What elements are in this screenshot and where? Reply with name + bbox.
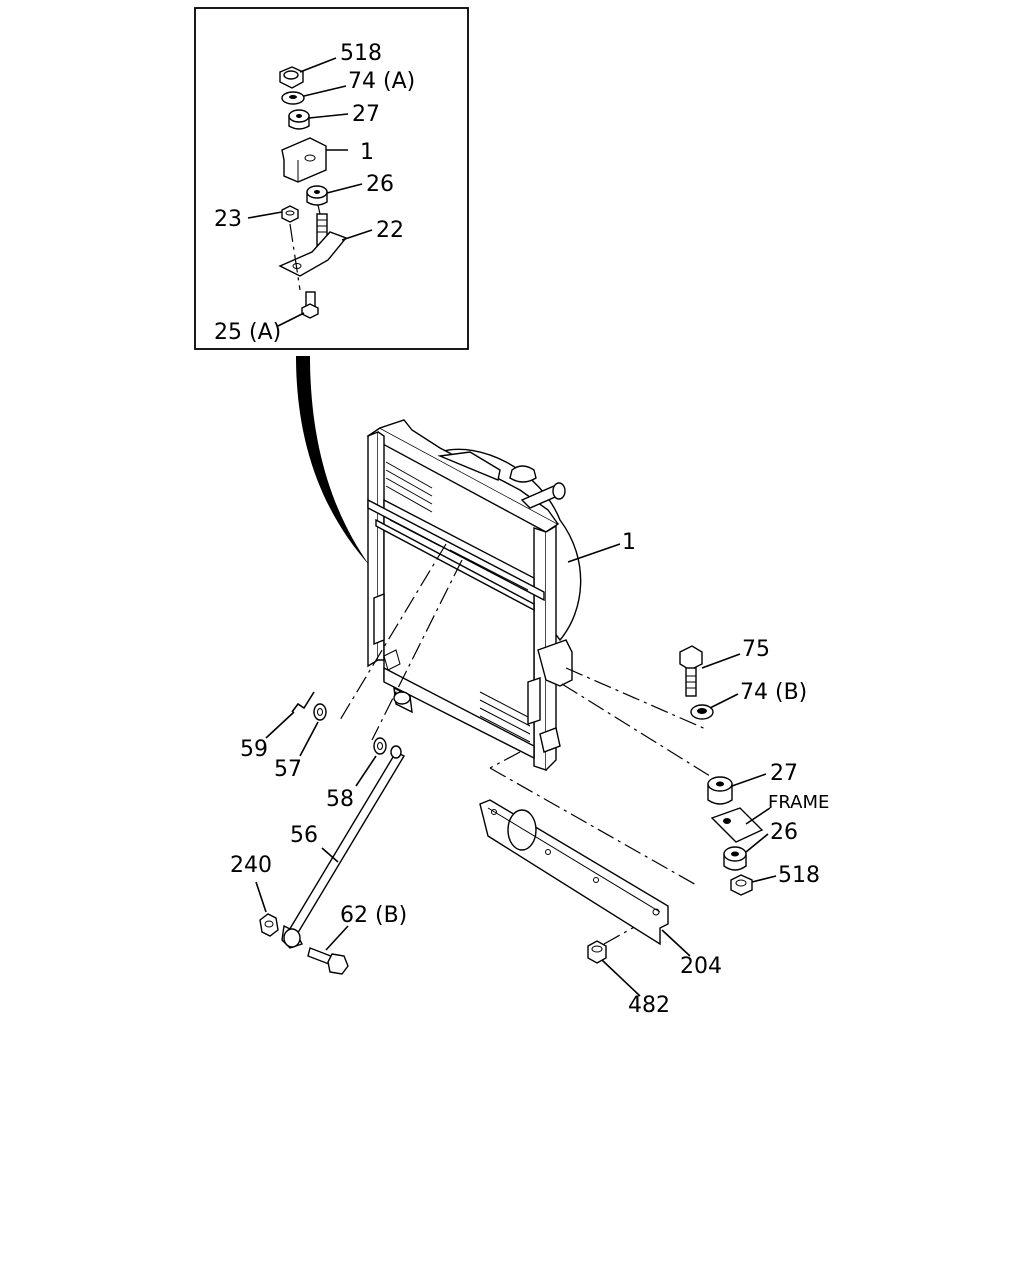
inset-pointer-arrow [296,356,370,566]
callout-bolt-75: 75 [742,637,770,662]
nut-240-icon [259,913,279,937]
cushion-26-icon [723,846,747,871]
callout-26: 26 [770,820,798,845]
callout-inset-25a: 25 (A) [214,320,281,345]
callout-58: 58 [326,787,354,812]
callout-inset-22: 22 [376,218,404,243]
clip-59-icon [291,691,315,713]
callout-washer-74b: 74 (B) [740,680,807,705]
callout-inset-26: 26 [366,172,394,197]
inset-nut-518-icon [279,66,304,89]
washer-58-icon [373,737,387,755]
callout-inset-74a: 74 (A) [348,69,415,94]
callout-518: 518 [778,863,820,888]
inset-cushion-27-icon [288,109,310,130]
washer-74b-icon [690,704,714,720]
callout-inset-1: 1 [360,140,374,165]
radiator-assembly-icon [366,419,582,771]
callout-57: 57 [274,757,302,782]
nut-518-icon [730,874,753,896]
callout-482: 482 [628,993,670,1018]
callout-27: 27 [770,761,798,786]
inset-bracket-1-icon [281,137,327,183]
callout-inset-27: 27 [352,102,380,127]
callout-56: 56 [290,823,318,848]
callout-radiator-1: 1 [622,530,636,555]
callout-59: 59 [240,737,268,762]
stay-rod-56-icon [281,745,405,949]
bolt-62b-icon [307,947,349,975]
callout-240: 240 [230,853,272,878]
cushion-27-icon [707,776,733,805]
bolt-75-icon [679,645,703,697]
washer-57-icon [313,703,327,721]
callout-inset-518: 518 [340,41,382,66]
callout-62b: 62 (B) [340,903,407,928]
inset-frame [194,7,469,350]
callout-inset-23: 23 [214,207,242,232]
callout-frame: FRAME [768,792,829,813]
callout-204: 204 [680,954,722,979]
lower-panel-204-icon [479,799,669,946]
inset-cushion-26-icon [306,185,328,206]
frame-plate-icon [710,807,764,843]
inset-nut-23-icon [281,205,299,223]
nut-482-icon [587,940,607,964]
inset-washer-74a-icon [281,91,305,105]
inset-bolt-25a-icon [301,291,319,319]
